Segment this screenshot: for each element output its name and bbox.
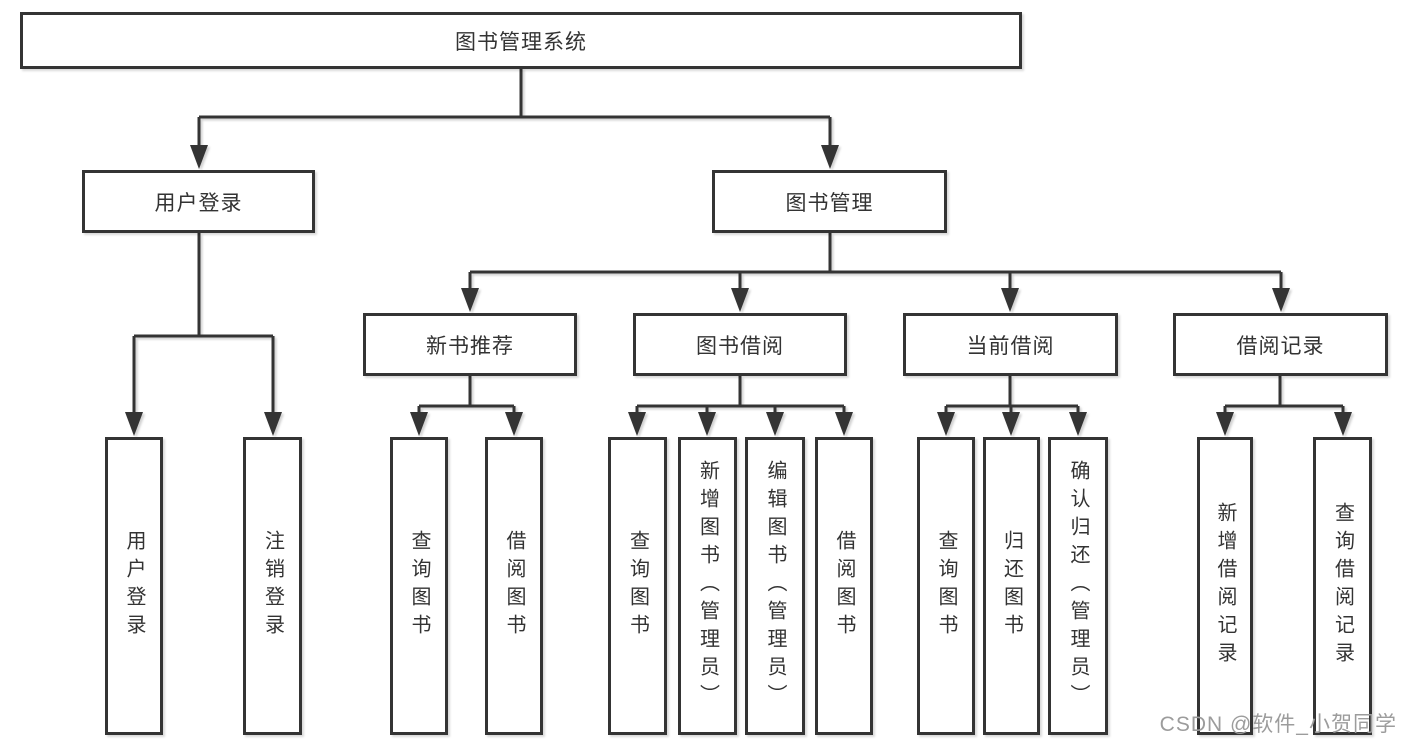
leaf-edit-book-admin: 编辑图书（管理员） — [745, 437, 805, 735]
node-book-borrow: 图书借阅 — [633, 313, 847, 376]
leaf-logout: 注销登录 — [243, 437, 302, 735]
node-borrow-records: 借阅记录 — [1173, 313, 1388, 376]
node-label: 用户登录 — [154, 191, 243, 215]
node-new-book-recommend: 新书推荐 — [363, 313, 577, 376]
leaf-return-book: 归还图书 — [983, 437, 1040, 735]
connector-borrow-records-children — [1216, 376, 1352, 436]
connector-book-borrow-children — [628, 376, 853, 436]
node-label: 新增图书（管理员） — [696, 460, 719, 712]
connector-current-borrow-children — [937, 376, 1087, 436]
leaf-borrow-books-recommend: 借阅图书 — [485, 437, 543, 735]
node-label: 当前借阅 — [966, 334, 1055, 358]
leaf-user-login: 用户登录 — [105, 437, 163, 735]
node-label: 查询图书 — [935, 530, 957, 642]
node-label: 查询图书 — [408, 530, 430, 642]
node-label: 归还图书 — [1000, 530, 1023, 642]
node-library-management-system: 图书管理系统 — [20, 12, 1022, 69]
connector-book-management-children — [461, 233, 1290, 312]
node-label: 借阅图书 — [503, 530, 525, 642]
node-label: 查询图书 — [626, 530, 649, 642]
node-current-borrow: 当前借阅 — [903, 313, 1118, 376]
node-label: 图书借阅 — [696, 334, 784, 358]
leaf-add-borrow-record: 新增借阅记录 — [1197, 437, 1253, 735]
watermark: CSDN @软件_小贺同学 — [1159, 713, 1397, 736]
node-label: 注销登录 — [261, 530, 284, 642]
node-label: 确认归还（管理员） — [1067, 460, 1089, 712]
leaf-query-borrow-record: 查询借阅记录 — [1313, 437, 1372, 735]
node-label: 图书管理 — [785, 191, 874, 215]
node-label: 借阅记录 — [1236, 334, 1325, 358]
leaf-query-books-borrow: 查询图书 — [608, 437, 667, 735]
leaf-borrow-books: 借阅图书 — [815, 437, 873, 735]
leaf-query-books-recommend: 查询图书 — [390, 437, 448, 735]
leaf-query-books-current: 查询图书 — [917, 437, 975, 735]
node-label: 查询借阅记录 — [1331, 502, 1354, 670]
node-label: 借阅图书 — [833, 530, 855, 642]
connector-new-book-children — [410, 376, 523, 436]
leaf-add-book-admin: 新增图书（管理员） — [678, 437, 737, 735]
node-user-login: 用户登录 — [82, 170, 315, 233]
node-label: 用户登录 — [123, 530, 145, 642]
node-label: 新书推荐 — [426, 334, 514, 358]
node-book-management: 图书管理 — [712, 170, 947, 233]
leaf-confirm-return-admin: 确认归还（管理员） — [1048, 437, 1108, 735]
node-label: 新增借阅记录 — [1214, 502, 1236, 670]
connector-user-login-children — [125, 233, 282, 436]
node-label: 图书管理系统 — [455, 30, 587, 54]
connector-root-to-level2 — [190, 68, 839, 169]
node-label: 编辑图书（管理员） — [764, 460, 786, 712]
